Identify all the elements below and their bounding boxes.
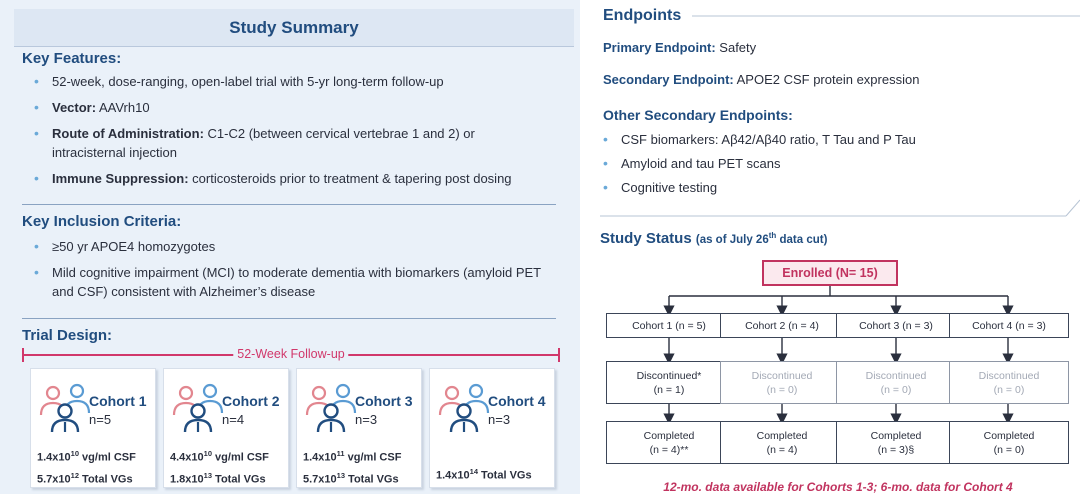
cohort-2-completed-box: Completed(n = 4) xyxy=(720,421,844,464)
study-summary-panel: Study Summary Key Features: 52-week, dos… xyxy=(0,0,580,494)
divider xyxy=(22,204,556,205)
cohort-3-completed-box: Completed(n = 3)§ xyxy=(836,421,956,464)
other-secondary-list: CSF biomarkers: Aβ42/Aβ40 ratio, T Tau a… xyxy=(603,131,1073,203)
trial-design-heading: Trial Design: xyxy=(22,327,113,344)
cohort-2-discontinued-box: Discontinued(n = 0) xyxy=(720,361,844,404)
cohort-3-box: Cohort 3 (n = 3) xyxy=(836,313,956,338)
list-item: CSF biomarkers: Aβ42/Aβ40 ratio, T Tau a… xyxy=(603,131,1073,148)
people-icon xyxy=(305,383,357,433)
cohort-1-completed-box: Completed(n = 4)** xyxy=(606,421,732,464)
cohort-1-box: Cohort 1 (n = 5) xyxy=(606,313,732,338)
list-item: Mild cognitive impairment (MCI) to moder… xyxy=(34,263,564,301)
cohort-4-discontinued-box: Discontinued(n = 0) xyxy=(949,361,1069,404)
inclusion-criteria-list: ≥50 yr APOE4 homozygotes Mild cognitive … xyxy=(34,237,564,308)
list-item: Cognitive testing xyxy=(603,179,1073,196)
cohort-name: Cohort 2 xyxy=(222,393,280,409)
cohort-dose: 1.4x1010 vg/ml CSF 5.7x1012 Total VGs xyxy=(37,449,136,486)
inclusion-criteria-heading: Key Inclusion Criteria: xyxy=(22,213,182,230)
cohort-card-1: Cohort 1 n=5 1.4x1010 vg/ml CSF 5.7x1012… xyxy=(30,368,156,488)
list-item: 52-week, dose-ranging, open-label trial … xyxy=(34,72,564,91)
cohort-size: n=5 xyxy=(89,412,112,427)
cohort-size: n=3 xyxy=(355,412,378,427)
cohort-size: n=3 xyxy=(488,412,511,427)
people-icon xyxy=(438,383,490,433)
list-item: Immune Suppression: corticosteroids prio… xyxy=(34,169,564,188)
cohort-name: Cohort 1 xyxy=(89,393,147,409)
divider xyxy=(22,318,556,319)
primary-endpoint: Primary Endpoint: Safety xyxy=(603,40,757,55)
flowchart-connectors xyxy=(663,286,1014,425)
cohort-4-completed-box: Completed(n = 0) xyxy=(949,421,1069,464)
cohort-dose: 1.4x1014 Total VGs xyxy=(436,467,532,482)
cohort-card-2: Cohort 2 n=4 4.4x1010 vg/ml CSF 1.8x1013… xyxy=(163,368,289,488)
people-icon xyxy=(39,383,91,433)
endpoints-frame xyxy=(600,15,1080,217)
study-summary-title-bar: Study Summary xyxy=(14,9,574,47)
list-item: Route of Administration: C1-C2 (between … xyxy=(34,124,564,162)
cohort-name: Cohort 3 xyxy=(355,393,413,409)
key-features-list: 52-week, dose-ranging, open-label trial … xyxy=(34,72,564,195)
cohort-card-4: Cohort 4 n=3 1.4x1014 Total VGs xyxy=(429,368,555,488)
cohort-1-discontinued-box: Discontinued*(n = 1) xyxy=(606,361,732,404)
followup-timeline: 52-Week Follow-up xyxy=(22,346,560,362)
cohort-dose: 4.4x1010 vg/ml CSF 1.8x1013 Total VGs xyxy=(170,449,269,486)
cohort-dose: 1.4x1011 vg/ml CSF 5.7x1013 Total VGs xyxy=(303,449,402,486)
enrolled-box: Enrolled (N= 15) xyxy=(762,260,898,286)
study-summary-title: Study Summary xyxy=(229,18,359,37)
cohort-3-discontinued-box: Discontinued(n = 0) xyxy=(836,361,956,404)
key-features-heading: Key Features: xyxy=(22,50,122,67)
cohort-4-box: Cohort 4 (n = 3) xyxy=(949,313,1069,338)
secondary-endpoint: Secondary Endpoint: APOE2 CSF protein ex… xyxy=(603,72,920,87)
people-icon xyxy=(172,383,224,433)
endpoints-heading: Endpoints xyxy=(603,7,682,24)
list-item: Vector: AAVrh10 xyxy=(34,98,564,117)
study-status-title: Study Status (as of July 26th data cut) xyxy=(600,230,828,247)
cohort-size: n=4 xyxy=(222,412,245,427)
status-footnote: 12-mo. data available for Cohorts 1-3; 6… xyxy=(663,480,1013,494)
cohort-card-3: Cohort 3 n=3 1.4x1011 vg/ml CSF 5.7x1013… xyxy=(296,368,422,488)
list-item: ≥50 yr APOE4 homozygotes xyxy=(34,237,564,256)
list-item: Amyloid and tau PET scans xyxy=(603,155,1073,172)
other-secondary-heading: Other Secondary Endpoints: xyxy=(603,107,793,123)
cohort-2-box: Cohort 2 (n = 4) xyxy=(720,313,844,338)
cohort-name: Cohort 4 xyxy=(488,393,546,409)
followup-label: 52-Week Follow-up xyxy=(233,346,349,362)
